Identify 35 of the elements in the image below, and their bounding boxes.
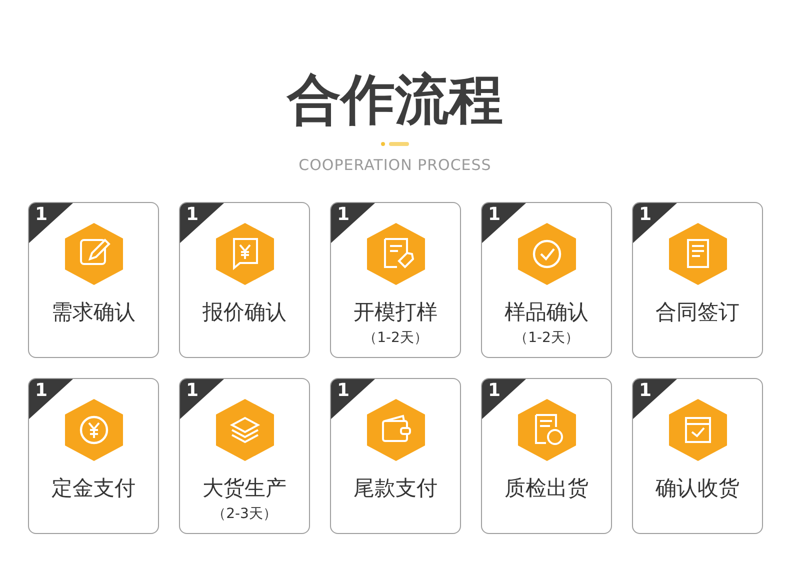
- step-badge: 1: [180, 203, 224, 243]
- step-card: [632, 202, 763, 358]
- step-name: 大货生产: [202, 475, 286, 501]
- page-title: 合作流程: [287, 68, 503, 132]
- step-badge: 1: [633, 379, 677, 419]
- step-card: [330, 378, 461, 534]
- step-badge: 1: [29, 203, 73, 243]
- subtitle: COOPERATION PROCESS: [298, 156, 492, 174]
- step-card: [330, 202, 461, 358]
- step-name: 定金支付: [52, 475, 136, 501]
- step-badge: 1: [180, 379, 224, 419]
- duration-text: （2-3天）: [212, 505, 277, 523]
- duration-text: （1-2天）: [363, 329, 428, 347]
- step-badge: 1: [331, 203, 375, 243]
- step-card: [179, 378, 310, 534]
- step-name: 报价确认: [202, 299, 286, 325]
- step-name: 开模打样: [354, 299, 438, 325]
- step-card: [179, 202, 310, 358]
- step-badge: 1: [482, 203, 526, 243]
- step-badge: 1: [29, 379, 73, 419]
- step-name: 尾款支付: [354, 475, 438, 501]
- step-card: [481, 378, 612, 534]
- step-card: [632, 378, 763, 534]
- duration-text: （1-2天）: [514, 329, 579, 347]
- step-name: 确认收货: [656, 475, 740, 501]
- step-badge: 1: [482, 379, 526, 419]
- step-card: [28, 378, 159, 534]
- step-card: [481, 202, 612, 358]
- step-card: [28, 202, 159, 358]
- step-name: 合同签订: [656, 299, 740, 325]
- step-badge: 1: [331, 379, 375, 419]
- step-badge: 1: [633, 203, 677, 243]
- step-name: 样品确认: [504, 299, 588, 325]
- step-name: 需求确认: [52, 299, 136, 325]
- step-name: 质检出货: [504, 475, 588, 501]
